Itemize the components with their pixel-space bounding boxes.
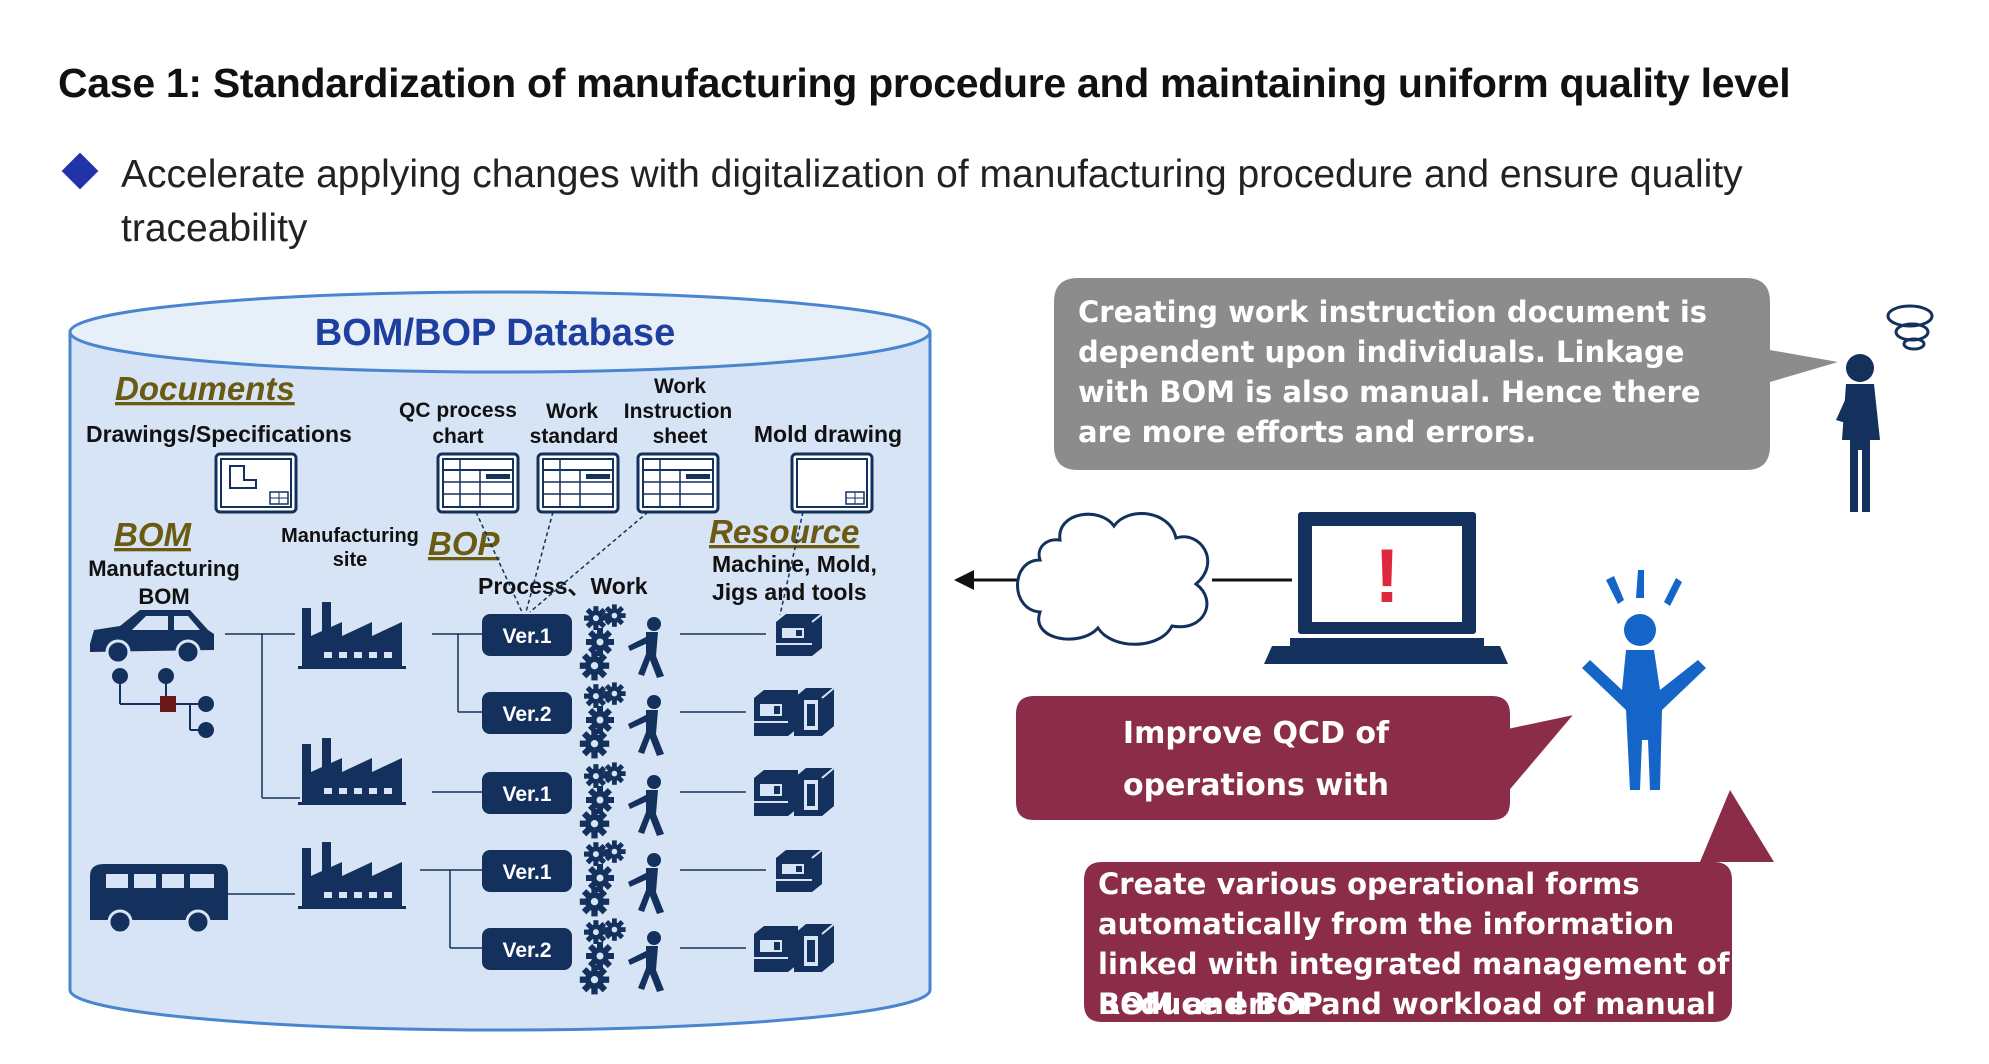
mold-drawing-icon xyxy=(790,452,874,514)
work-standard-label-1: Work xyxy=(546,400,598,423)
document-link-lines xyxy=(475,511,804,616)
mfg-bom-label-2: BOM xyxy=(138,584,189,609)
drawing-document-icon xyxy=(214,452,298,514)
bop-heading: BOP xyxy=(428,525,501,562)
machine-mold-icon xyxy=(753,923,835,973)
improve-bubble xyxy=(1012,692,1584,824)
page-subtitle: Accelerate applying changes with digital… xyxy=(121,153,1743,250)
create-forms-bubble xyxy=(1080,790,1774,1026)
version-label: Ver.1 xyxy=(502,625,551,648)
worker-machine-connectors xyxy=(680,633,766,949)
version-badge: Ver.1 xyxy=(482,614,572,656)
create-forms-bubble-text-1: Create various operational forms automat… xyxy=(1098,867,1730,1021)
version-label: Ver.1 xyxy=(502,861,551,884)
page-title: Case 1: Standardization of manufacturing… xyxy=(58,60,1791,106)
version-badge: Ver.1 xyxy=(482,772,572,814)
problem-bubble xyxy=(1054,278,1838,470)
drawings-label: Drawings/Specifications xyxy=(86,421,352,447)
version-badge: Ver.1 xyxy=(482,850,572,892)
version-label: Ver.1 xyxy=(502,783,551,806)
surprised-person-icon xyxy=(1582,570,1706,790)
van-icon xyxy=(90,864,228,935)
database-title: BOM/BOP Database xyxy=(315,312,675,354)
version-badge: Ver.2 xyxy=(482,692,572,734)
mfg-site-label-2: site xyxy=(333,549,367,571)
resource-label-1: Machine, Mold, xyxy=(712,551,877,577)
work-instruction-label-3: sheet xyxy=(653,425,708,448)
resource-label-2: Jigs and tools xyxy=(712,579,867,605)
machine-icon xyxy=(775,613,823,657)
machine-mold-icon xyxy=(753,687,835,737)
version-label: Ver.2 xyxy=(502,939,551,962)
documents-heading: Documents xyxy=(115,370,295,407)
bom-tree-icon xyxy=(112,668,214,738)
work-instruction-label-1: Work xyxy=(654,375,706,398)
bom-heading: BOM xyxy=(114,516,193,553)
mold-drawing-label: Mold drawing xyxy=(754,421,902,447)
laptop-icon xyxy=(1264,512,1508,664)
create-forms-bubble-text-2: Reduce error and workload of manual oper… xyxy=(1098,987,1716,1061)
process-work-label: Process、Work xyxy=(478,573,648,599)
work-standard-label-2: standard xyxy=(530,425,619,448)
car-icon xyxy=(90,610,214,665)
problem-bubble-text: Creating work instruction document is de… xyxy=(1078,295,1708,449)
qc-label-1: QC process xyxy=(399,399,517,422)
work-instruction-label-2: Instruction xyxy=(624,400,733,423)
confusion-swirl-icon xyxy=(1886,304,1934,351)
qc-process-chart-icon xyxy=(436,452,520,514)
version-badge: Ver.2 xyxy=(482,928,572,970)
version-label: Ver.2 xyxy=(502,703,551,726)
site-version-connectors xyxy=(420,633,482,949)
machine-icon xyxy=(775,849,823,893)
qc-label-2: chart xyxy=(432,425,483,448)
resource-heading: Resource xyxy=(709,513,859,550)
arrow-to-database xyxy=(954,570,1022,590)
bom-site-connectors xyxy=(225,633,300,895)
thinking-person-icon xyxy=(1836,354,1880,512)
machine-mold-icon xyxy=(753,767,835,817)
mfg-site-label-1: Manufacturing xyxy=(281,525,419,547)
laptop-alert-icon: ! xyxy=(1374,534,1399,619)
mfg-bom-label-1: Manufacturing xyxy=(88,556,240,581)
cloud-icon xyxy=(1016,512,1210,646)
work-standard-icon xyxy=(536,452,620,514)
improve-bubble-text: Improve QCD of operations with digitaliz… xyxy=(1082,716,1430,855)
work-instruction-icon xyxy=(636,452,720,514)
